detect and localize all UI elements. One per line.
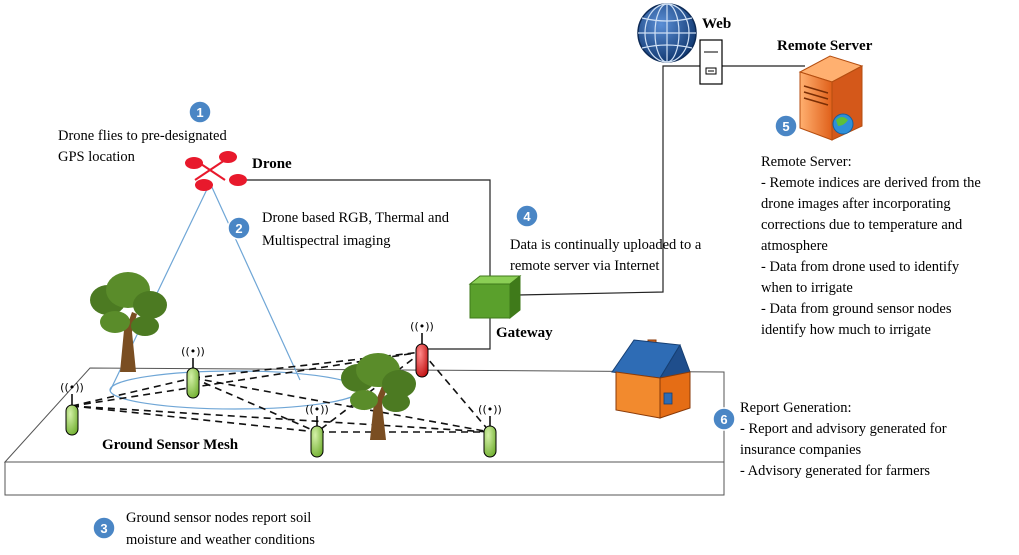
step-5-line-6: - Data from drone used to identify	[761, 259, 960, 275]
step-5-line-7: when to irrigate	[761, 280, 853, 296]
step-badge-4: 4	[515, 204, 539, 228]
gateway-icon	[468, 274, 522, 320]
drone-icon	[185, 151, 247, 191]
svg-text:((•)): ((•))	[410, 320, 434, 333]
network-links	[240, 65, 805, 350]
step-6-text: Report Generation: - Report and advisory…	[740, 400, 950, 479]
step-4-line-2: remote server via Internet	[510, 258, 659, 274]
globe-icon	[637, 3, 697, 63]
step-2-line-2: Multispectral imaging	[262, 233, 390, 249]
sensor-node-2: ((•))	[181, 345, 205, 399]
web-label: Web	[702, 16, 731, 32]
step-1-text: Drone flies to pre-designated GPS locati…	[58, 128, 230, 165]
step-6-line-4: - Advisory generated for farmers	[740, 463, 930, 479]
step-5-line-2: - Remote indices are derived from the	[761, 175, 981, 191]
svg-text:3: 3	[100, 521, 107, 536]
svg-text:2: 2	[235, 221, 242, 236]
tree-center	[341, 353, 416, 440]
step-badge-1: 1	[188, 100, 212, 124]
step-3-text: Ground sensor nodes report soil moisture…	[126, 510, 315, 548]
gateway-label: Gateway	[496, 325, 553, 341]
step-5-line-9: identify how much to irrigate	[761, 322, 931, 338]
ground-field	[3, 367, 725, 496]
sensor-to-gateway-link	[428, 318, 491, 350]
step-6-line-1: Report Generation:	[740, 400, 852, 416]
svg-text:4: 4	[523, 209, 531, 224]
drone-to-gateway-link	[240, 179, 491, 280]
step-1-line-1: Drone flies to pre-designated	[58, 128, 227, 144]
step-5-line-4: corrections due to temperature and	[761, 217, 963, 233]
step-2-text: Drone based RGB, Thermal and Multispectr…	[262, 210, 453, 249]
step-4-line-1: Data is continually uploaded to a	[510, 237, 702, 253]
step-5-line-8: - Data from ground sensor nodes	[761, 301, 952, 317]
house-icon	[611, 339, 691, 419]
step-3-line-1: Ground sensor nodes report soil	[126, 510, 311, 526]
step-5-line-3: drone images after incorporating	[761, 196, 951, 212]
svg-text:((•)): ((•))	[181, 345, 205, 358]
svg-text:((•)): ((•))	[305, 403, 329, 416]
step-badge-3: 3	[92, 516, 116, 540]
gateway-to-web-link	[517, 65, 700, 296]
step-1-line-2: GPS location	[58, 149, 136, 165]
step-5-line-5: atmosphere	[761, 238, 828, 254]
step-3-line-2: moisture and weather conditions	[126, 532, 315, 548]
sensor-node-gateway-red: ((•))	[410, 320, 434, 378]
step-5-text: Remote Server: - Remote indices are deri…	[761, 154, 984, 338]
step-badge-5: 5	[774, 114, 798, 138]
svg-text:6: 6	[720, 412, 727, 427]
sensor-node-1: ((•))	[60, 381, 84, 436]
step-6-line-2: - Report and advisory generated for	[740, 421, 947, 437]
svg-text:5: 5	[782, 119, 789, 134]
step-2-line-1: Drone based RGB, Thermal and	[262, 210, 450, 226]
svg-text:((•)): ((•))	[478, 403, 502, 416]
svg-text:1: 1	[196, 105, 203, 120]
remote-server-icon	[798, 55, 864, 141]
sensor-node-3: ((•))	[305, 403, 329, 458]
web-server-icon	[699, 39, 723, 85]
step-badge-6: 6	[712, 407, 736, 431]
remote-server-label: Remote Server	[777, 38, 873, 54]
drone-label: Drone	[252, 156, 292, 172]
step-4-text: Data is continually uploaded to a remote…	[510, 237, 705, 274]
step-5-line-1: Remote Server:	[761, 154, 852, 170]
step-6-line-3: insurance companies	[740, 442, 862, 458]
sensor-node-4: ((•))	[478, 403, 502, 458]
svg-text:((•)): ((•))	[60, 381, 84, 394]
tree-left	[90, 272, 167, 372]
step-badge-2: 2	[227, 216, 251, 240]
ground-sensor-mesh-label: Ground Sensor Mesh	[102, 437, 239, 453]
